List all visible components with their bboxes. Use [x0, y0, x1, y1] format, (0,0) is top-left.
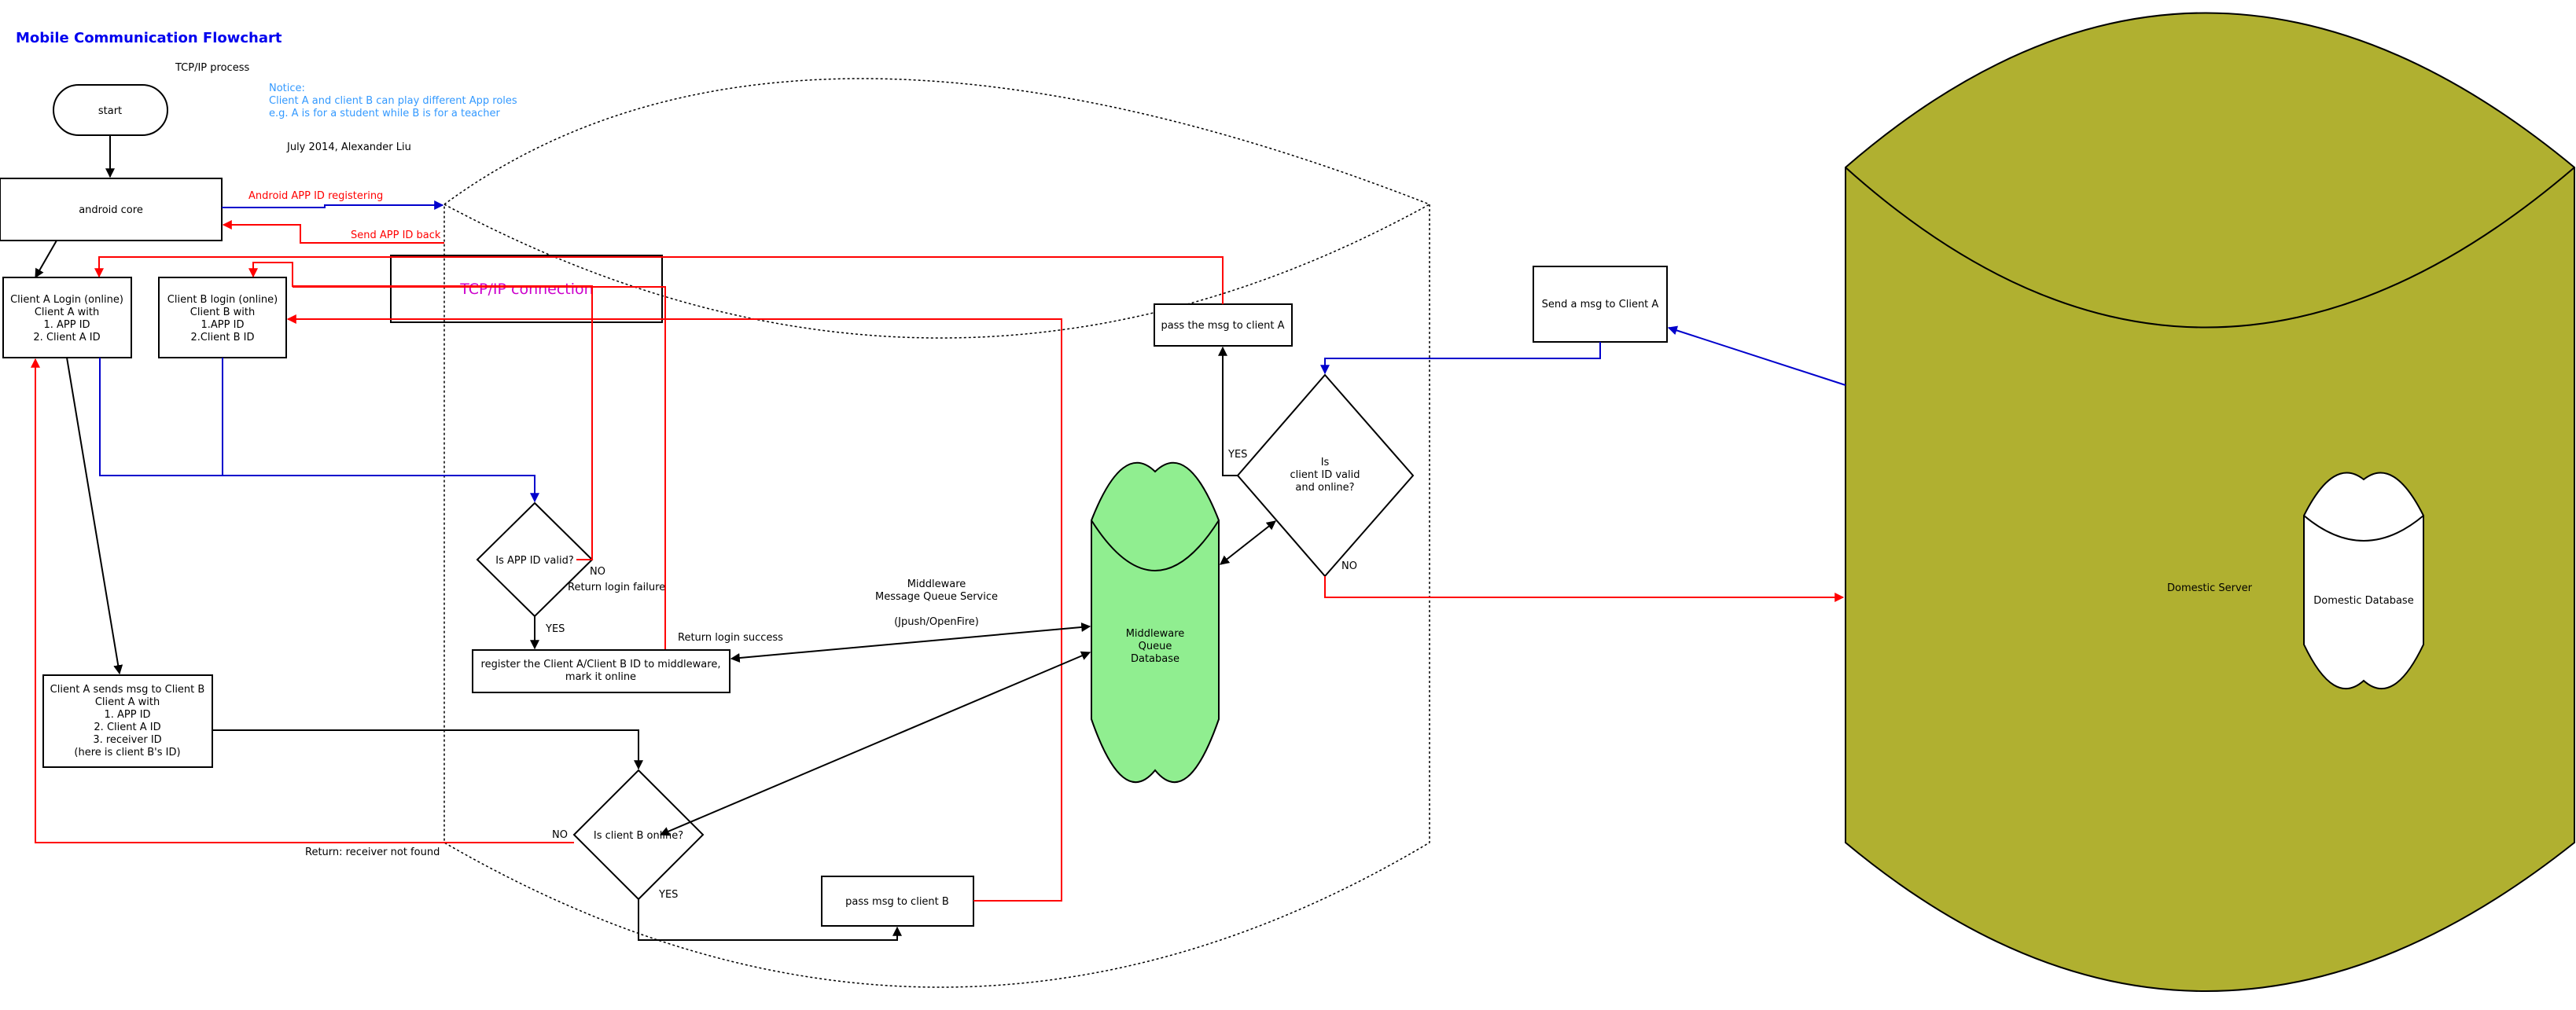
- edge-middleware-to-client-id-valid: [1220, 520, 1276, 565]
- android-core-node[interactable]: [0, 178, 223, 241]
- tcp-connection-node[interactable]: [390, 255, 663, 323]
- edge-domestic-server-to-send-msg: [1667, 325, 1846, 386]
- android-core-label: android core: [79, 204, 143, 216]
- middleware-region-outline: [443, 78, 1430, 988]
- client-a-sends-line: 1. APP ID: [104, 709, 150, 721]
- middleware-db-inner-curve: [1091, 520, 1220, 571]
- edge-client-a-to-app-valid: [99, 358, 539, 503]
- client-a-login-line: 1. APP ID: [43, 319, 90, 331]
- edge-send-app-id-back: [222, 220, 444, 244]
- middleware-label-line: Middleware: [907, 578, 966, 590]
- label-send-app-id-back: Send APP ID back: [351, 230, 441, 241]
- client-id-valid-line: client ID valid: [1290, 469, 1360, 481]
- client-b-online-label: Is client B online?: [594, 830, 683, 842]
- middleware-service-label: (Jpush/OpenFire): [894, 616, 979, 628]
- edge-core-to-client-a: [35, 240, 57, 279]
- notice-line-1: Notice:: [269, 83, 305, 94]
- start-label: start: [98, 105, 122, 117]
- edge-sends-to-client-b-online: [212, 729, 643, 770]
- pass-msg-a-node[interactable]: [1154, 303, 1293, 347]
- client-b-login-text: Client B login (online) Client B with 1.…: [167, 294, 278, 343]
- register-label-line: mark it online: [565, 671, 636, 683]
- label-no-app-id: NO: [590, 566, 605, 578]
- author-date: July 2014, Alexander Liu: [286, 141, 411, 153]
- client-b-login-line: 2.Client B ID: [190, 332, 254, 343]
- domestic-server-shape: [1845, 12, 2575, 992]
- client-b-login-line: Client B login (online): [167, 294, 278, 306]
- label-no-client-id: NO: [1341, 560, 1357, 572]
- register-label-line: register the Client A/Client B ID to mid…: [481, 659, 721, 670]
- client-a-sends-line: Client A sends msg to Client B: [50, 684, 205, 696]
- label-yes-client-b: YES: [658, 889, 678, 901]
- domestic-server-inner-curve: [1845, 167, 2575, 329]
- middleware-db-line: Database: [1131, 653, 1179, 665]
- label-login-failure: Return login failure: [568, 582, 665, 593]
- domestic-database-label: Domestic Database: [2313, 595, 2413, 607]
- app-id-valid-label: Is APP ID valid?: [495, 555, 573, 567]
- label-yes-app-id: YES: [545, 623, 565, 635]
- edge-client-a-to-sends: [66, 357, 123, 675]
- client-a-login-line: 2. Client A ID: [33, 332, 100, 343]
- domestic-database-inner-curve: [2303, 515, 2424, 542]
- client-id-valid-line: Is: [1321, 457, 1330, 468]
- client-id-valid-line: and online?: [1295, 482, 1354, 494]
- subtitle: TCP/IP process: [175, 62, 249, 74]
- domestic-server-label: Domestic Server: [2167, 582, 2253, 594]
- edge-client-b-online-to-middleware: [659, 651, 1091, 836]
- edge-pass-msg-a-to-client-a: [94, 256, 1224, 304]
- client-a-sends-line: 2. Client A ID: [94, 722, 160, 733]
- edge-client-b-offline: [31, 358, 574, 843]
- middleware-db-line: Middleware: [1126, 628, 1185, 640]
- edge-client-id-valid-no: [1324, 576, 1845, 602]
- pass-msg-b-label: pass msg to client B: [845, 896, 949, 908]
- send-msg-a-label: Send a msg to Client A: [1542, 299, 1659, 310]
- middleware-db-line: Queue: [1139, 641, 1172, 652]
- pass-msg-a-label: pass the msg to client A: [1161, 320, 1284, 332]
- client-a-sends-line: Client A with: [95, 696, 160, 708]
- page-title: Mobile Communication Flowchart: [16, 30, 282, 46]
- edge-pass-msg-b-to-client-b: [286, 314, 1062, 902]
- client-a-sends-text: Client A sends msg to Client B Client A …: [50, 684, 205, 758]
- edge-register-to-middleware: [730, 622, 1091, 663]
- client-a-login-text: Client A Login (online) Client A with 1.…: [10, 294, 123, 343]
- client-b-login-line: Client B with: [190, 307, 255, 318]
- middleware-label-line: Message Queue Service: [875, 591, 998, 603]
- client-a-login-line: Client A with: [35, 307, 99, 318]
- label-no-client-b: NO: [552, 829, 568, 841]
- edge-app-id-registering: [222, 200, 444, 210]
- client-a-login-line: Client A Login (online): [10, 294, 123, 306]
- middleware-queue-database[interactable]: [1091, 461, 1220, 784]
- edge-client-b-online-yes: [638, 899, 902, 941]
- client-a-sends-line: 3. receiver ID: [93, 734, 161, 746]
- edge-login-success: [293, 286, 666, 649]
- notice-line-3: e.g. A is for a student while B is for a…: [269, 108, 500, 119]
- label-login-success: Return login success: [678, 632, 783, 644]
- notice-line-2: Client A and client B can play different…: [269, 95, 517, 107]
- edge-send-msg-a-to-client-id-valid: [1320, 342, 1601, 375]
- domestic-database[interactable]: [2303, 472, 2424, 689]
- tcp-connection-label: TCP/IP connection: [459, 281, 593, 298]
- label-receiver-not-found: Return: receiver not found: [305, 847, 440, 858]
- edge-client-id-valid-yes: [1218, 346, 1238, 476]
- client-b-login-line: 1.APP ID: [201, 319, 245, 331]
- label-yes-client-id: YES: [1227, 449, 1247, 461]
- label-app-id-registering: Android APP ID registering: [248, 190, 383, 202]
- client-a-sends-line: (here is client B's ID): [74, 747, 180, 758]
- client-a-sends-node[interactable]: [42, 674, 213, 768]
